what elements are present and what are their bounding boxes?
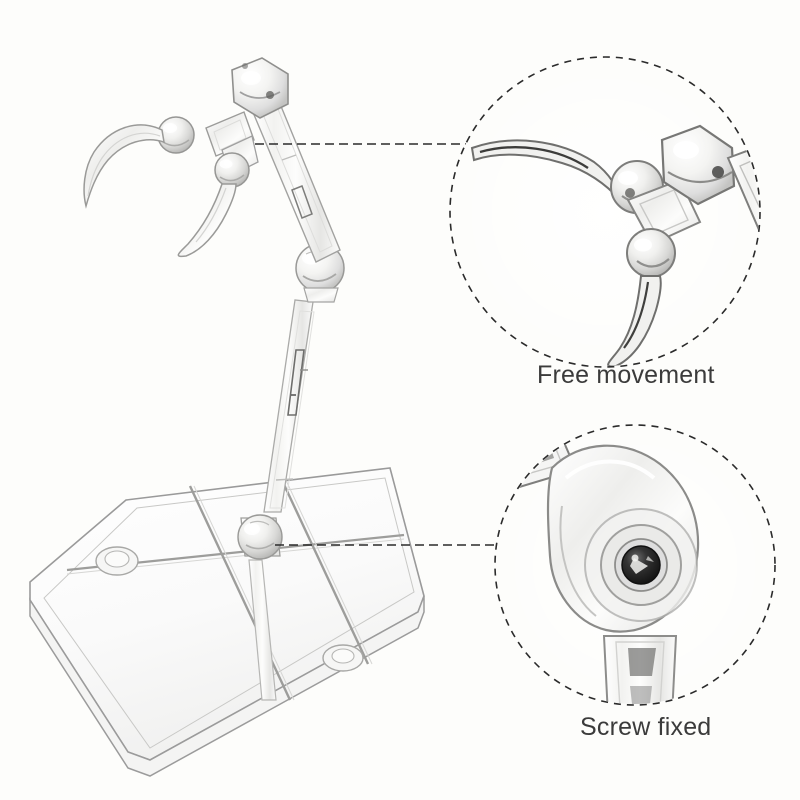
callout-detail-claw-clamp — [451, 58, 759, 366]
base-plate — [29, 467, 425, 777]
callout-screw-fixed — [494, 424, 776, 706]
leader-lines — [255, 143, 500, 546]
screw-head-icon — [621, 545, 661, 585]
base-ball-joint — [237, 514, 283, 560]
lower-pole — [248, 559, 277, 701]
base-screw-hole-left — [95, 546, 139, 576]
upper-arm — [251, 92, 341, 263]
callout-label-free-movement: Free movement — [537, 361, 715, 389]
top-hex-joint — [231, 57, 289, 119]
main-stand — [29, 57, 425, 777]
claw-joint-lower — [214, 152, 250, 188]
claw-prong-lower — [177, 183, 237, 258]
claw-prong-upper — [83, 124, 165, 209]
callout-free-movement — [449, 56, 761, 368]
base-screw-hole-right — [322, 644, 364, 672]
claw-joint-upper — [157, 116, 195, 154]
callout-detail-base-screw — [496, 426, 774, 704]
callout-label-screw-fixed: Screw fixed — [580, 713, 712, 741]
